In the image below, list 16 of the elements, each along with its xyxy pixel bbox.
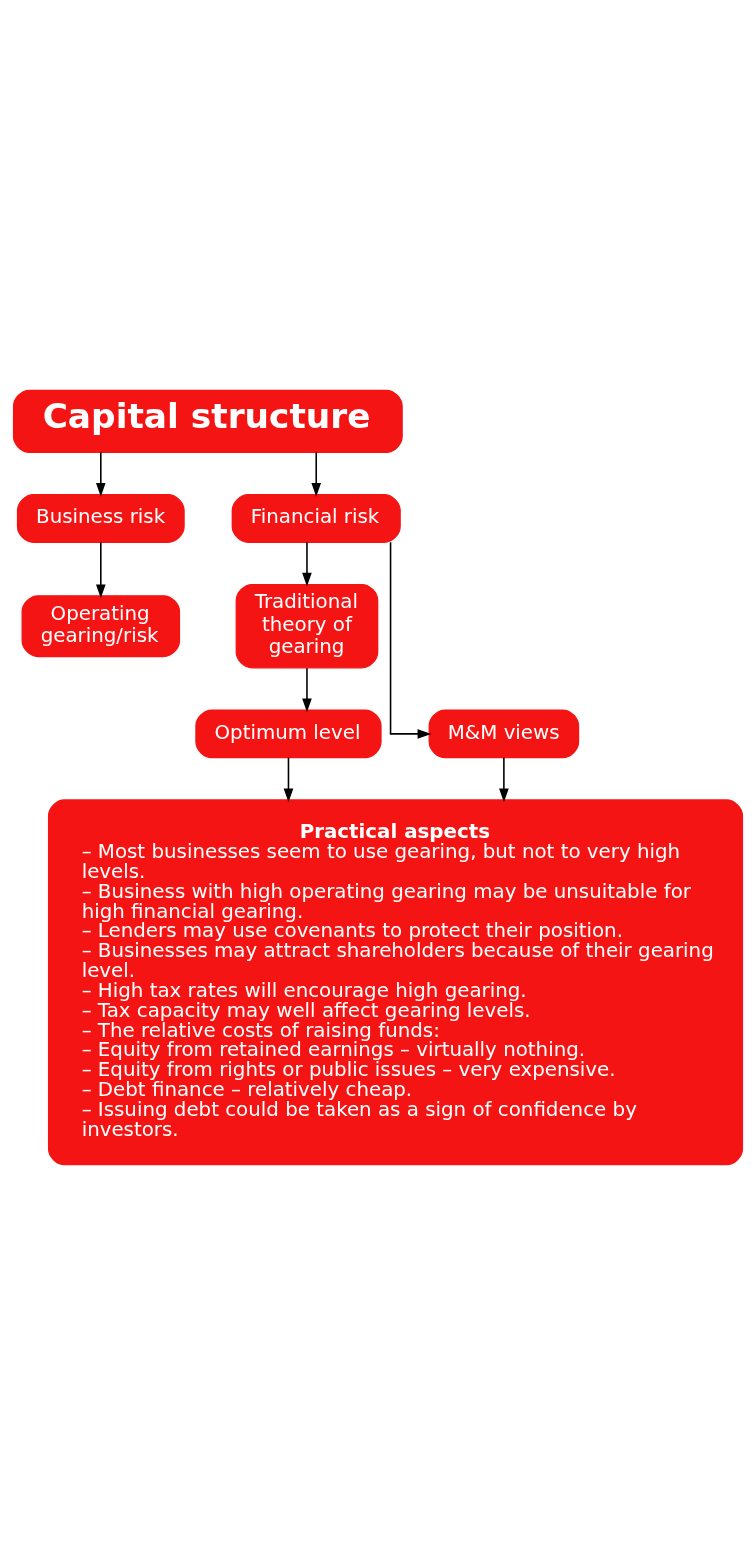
- arrow: [311, 451, 322, 497]
- node-box: Practical aspects – Most businesses seem to use gearing, but not to very high levels. – Business with high operating gearing may be unsuitable for high financial gearing. – Lenders may use covenants to protect their position. – Businesses may attract shareholders because of their gearing level. – High tax rates will encourage high gearing. – Tax capacity may well affect gearing levels. – The relative costs of raising funds: – Equity from retained earnings – virtually nothing. – Equity from rights or public issues – very expensive. – Debt finance – relatively cheap. – Issuing debt could be taken as a sign of confidence by investors.: [47, 798, 744, 1165]
- arrow: [95, 541, 106, 598]
- node-box: Operating gearing/risk: [21, 594, 181, 657]
- arrow: [95, 451, 106, 497]
- node-box: Optimum level: [195, 708, 382, 758]
- node-box: Financial risk: [231, 493, 401, 543]
- node-box: Traditional theory of gearing: [235, 583, 379, 668]
- arrow: [283, 756, 294, 802]
- node-box: Capital structure: [12, 389, 403, 453]
- arrow: [302, 541, 312, 587]
- arrow: [389, 541, 432, 739]
- arrow: [499, 756, 509, 802]
- node-box: M&M views: [428, 708, 580, 758]
- node-box: Business risk: [16, 493, 185, 543]
- arrow: [302, 666, 312, 712]
